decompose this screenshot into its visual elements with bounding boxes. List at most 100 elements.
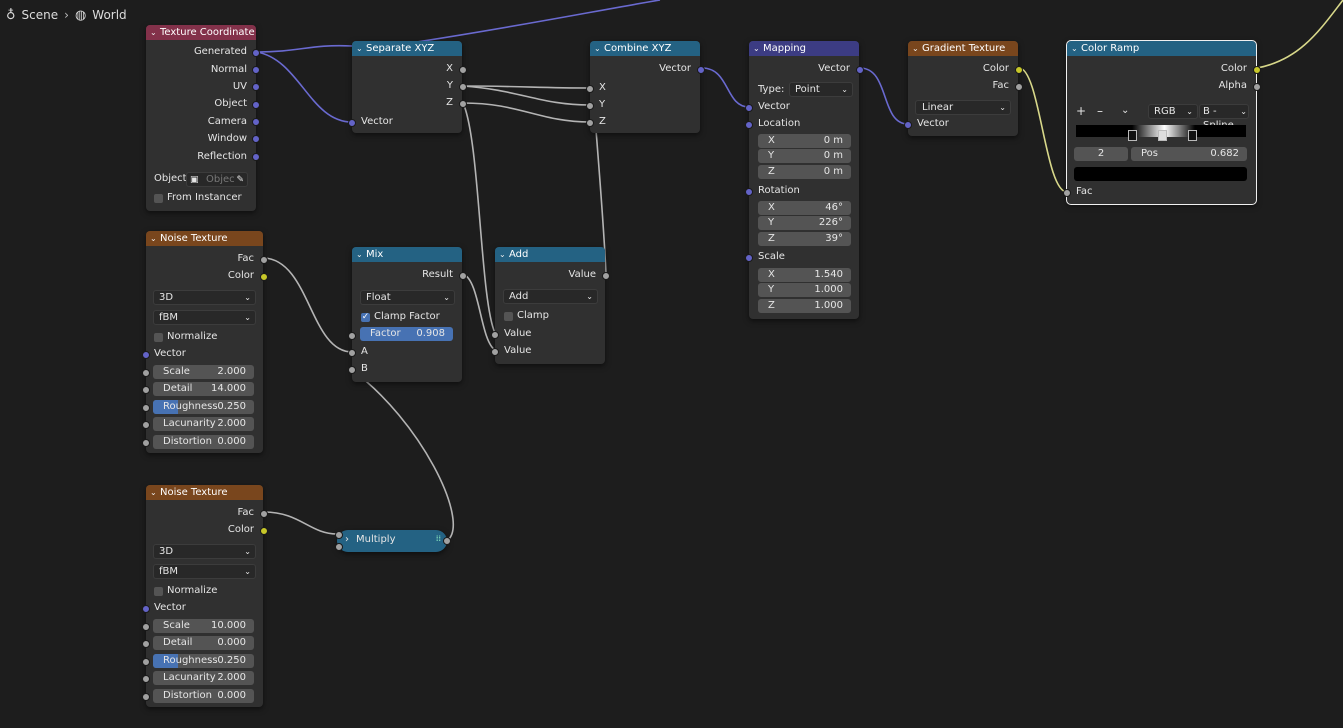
object-field[interactable]: ▣ Objec ✎ [186,172,248,187]
input-socket[interactable] [142,386,150,394]
input-socket[interactable] [142,369,150,377]
output-socket[interactable] [252,153,260,161]
input-socket[interactable] [348,332,356,340]
output-socket[interactable] [1015,66,1023,74]
input-socket[interactable] [586,102,594,110]
input-socket[interactable] [142,421,150,429]
node-header[interactable]: ⌄ Color Ramp [1067,41,1256,56]
input-socket[interactable] [491,348,499,356]
output-socket[interactable] [252,135,260,143]
input-socket[interactable] [142,675,150,683]
ramp-stop-marker[interactable] [1188,130,1197,141]
chevron-right-icon[interactable]: › [345,534,349,545]
input-socket[interactable] [142,404,150,412]
input-socket[interactable] [142,640,150,648]
output-socket[interactable] [252,118,260,126]
output-socket[interactable] [697,66,705,74]
node-header[interactable]: ⌄ Noise Texture [146,485,263,500]
chevron-down-icon[interactable]: ⌄ [594,44,601,53]
output-socket[interactable] [459,100,467,108]
node-header[interactable]: ⌄ Gradient Texture [908,41,1018,56]
add-math-node[interactable]: ⌄ Add Value Add ⌄ Clamp Value Value [491,247,610,364]
input-socket[interactable] [335,531,343,539]
output-socket[interactable] [252,49,260,57]
ramp-menu-button[interactable]: ⌄ [1121,105,1130,116]
node-header[interactable]: ⌄ Separate XYZ [352,41,462,56]
input-socket[interactable] [335,543,343,551]
input-socket[interactable] [348,366,356,374]
node-header[interactable]: ⌄ Noise Texture [146,231,263,246]
noise-texture-node[interactable]: ⌄ Noise Texture Fac Color 3D ⌄ fBM ⌄ Nor… [142,231,268,453]
remove-stop-button[interactable]: – [1097,104,1103,118]
normalize-checkbox[interactable] [154,587,163,596]
ramp-stop-marker-active[interactable] [1158,130,1167,141]
chevron-down-icon[interactable]: ⌄ [356,250,363,259]
chevron-down-icon[interactable]: ⌄ [150,234,157,243]
factor-field[interactable]: Factor 0.908 [360,327,453,341]
mix-node[interactable]: ⌄ Mix Result Float ⌄ ✓ Clamp Factor Fact… [348,247,467,382]
output-socket[interactable] [443,537,451,545]
output-socket[interactable] [1015,83,1023,91]
input-socket[interactable] [904,121,912,129]
node-header[interactable]: ⌄ Texture Coordinate [146,25,256,40]
output-socket[interactable] [260,527,268,535]
chevron-down-icon[interactable]: ⌄ [499,250,506,259]
normalize-checkbox[interactable] [154,333,163,342]
input-socket[interactable] [745,188,753,196]
output-socket[interactable] [260,510,268,518]
chevron-down-icon[interactable]: ⌄ [753,44,760,53]
gradient-texture-node[interactable]: ⌄ Gradient Texture Color Fac Linear ⌄ Ve… [904,41,1023,136]
node-header[interactable]: ⌄ Mapping [749,41,859,56]
interpolation-dropdown[interactable]: B - Spline ⌄ [1199,104,1249,131]
noise-type-dropdown[interactable]: fBM ⌄ [153,310,256,325]
output-socket[interactable] [260,273,268,281]
mapping-type-dropdown[interactable]: Point ⌄ [789,82,853,97]
input-socket[interactable] [745,254,753,262]
node-header[interactable]: ⌄ Combine XYZ [590,41,700,56]
input-socket[interactable] [745,104,753,112]
input-socket[interactable] [348,119,356,127]
texture-coordinate-node[interactable]: ⌄ Texture Coordinate Generated Normal UV… [146,25,260,211]
input-socket[interactable] [142,351,150,359]
input-socket[interactable] [348,349,356,357]
input-socket[interactable] [1063,189,1071,197]
input-socket[interactable] [142,439,150,447]
breadcrumb-world[interactable]: World [92,8,127,22]
color-ramp-node[interactable]: ⌄ Color Ramp Color Alpha + – ⌄ RGB ⌄ B -… [1063,40,1261,205]
data-type-dropdown[interactable]: Float ⌄ [360,290,455,305]
multiply-node-collapsed[interactable]: › Multiply ⁞⁞ [335,530,451,552]
stop-color-swatch[interactable] [1074,167,1247,181]
output-socket[interactable] [459,272,467,280]
eyedropper-icon[interactable]: ✎ [236,175,244,185]
input-socket[interactable] [142,605,150,613]
input-socket[interactable] [142,658,150,666]
node-header[interactable]: ⌄ Add [495,247,605,262]
drag-handle-icon[interactable]: ⁞⁞ [435,534,441,543]
dimensions-dropdown[interactable]: 3D ⌄ [153,544,256,559]
noise-type-dropdown[interactable]: fBM ⌄ [153,564,256,579]
output-socket[interactable] [1253,83,1261,91]
input-socket[interactable] [586,119,594,127]
chevron-down-icon[interactable]: ⌄ [150,28,157,37]
output-socket[interactable] [459,66,467,74]
input-socket[interactable] [142,623,150,631]
gradient-type-dropdown[interactable]: Linear ⌄ [915,100,1011,115]
clamp-checkbox[interactable] [504,312,513,321]
input-socket[interactable] [745,121,753,129]
